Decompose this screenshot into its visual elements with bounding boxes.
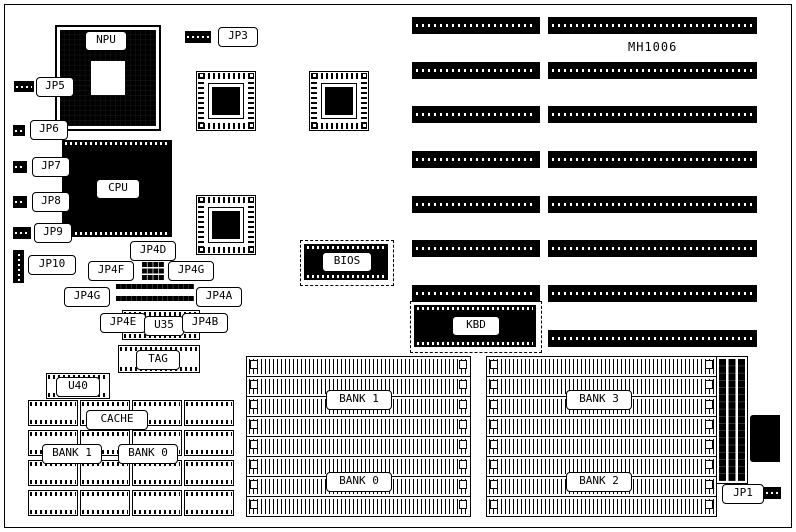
- plcc-chip: [309, 71, 369, 131]
- isa-slot-segment: [548, 196, 757, 213]
- isa-slot-segment: [412, 240, 540, 257]
- cache-chip: [28, 490, 78, 516]
- jp5-connector: [14, 81, 34, 92]
- label-cache-bank1: BANK 1: [42, 444, 102, 464]
- jp9-connector: [13, 227, 31, 239]
- isa-slot-segment: [548, 17, 757, 34]
- cache-chip: [184, 400, 234, 426]
- isa-slot-segment: [548, 106, 757, 123]
- label-jp10: JP10: [28, 255, 76, 275]
- isa-slot-segment: [412, 285, 540, 302]
- isa-slot-segment: [548, 240, 757, 257]
- simm-socket: [486, 416, 717, 437]
- label-mem-bank2: BANK 2: [566, 472, 632, 492]
- jp1-connector: [764, 487, 781, 499]
- simm-socket: [486, 456, 717, 477]
- label-jp4e: JP4E: [100, 313, 146, 333]
- jumper-pin-block: [142, 262, 164, 280]
- label-jp1: JP1: [722, 484, 764, 504]
- label-jp4f: JP4F: [88, 261, 134, 281]
- plcc-core: [208, 207, 244, 243]
- label-jp5: JP5: [36, 77, 74, 97]
- jp8-connector: [13, 196, 27, 208]
- keyboard-din-connector: [750, 415, 780, 462]
- label-u35: U35: [144, 316, 184, 336]
- jp7-connector: [13, 161, 27, 173]
- plcc-core: [208, 83, 244, 119]
- label-cache: CACHE: [86, 410, 148, 430]
- isa-slot-segment: [548, 151, 757, 168]
- isa-slot-segment: [412, 62, 540, 79]
- cache-chip: [184, 490, 234, 516]
- isa-slot-segment: [412, 17, 540, 34]
- isa-slot-segment: [548, 330, 757, 347]
- cache-chip: [184, 430, 234, 456]
- simm-socket: [246, 436, 471, 457]
- npu-socket-center: [91, 61, 125, 95]
- jp6-connector: [13, 125, 25, 136]
- label-mem-bank0: BANK 0: [326, 472, 392, 492]
- simm-socket: [246, 356, 471, 377]
- label-jp4g-right: JP4G: [168, 261, 214, 281]
- label-mem-bank1: BANK 1: [326, 390, 392, 410]
- board-outline: [4, 4, 792, 528]
- label-cache-bank0: BANK 0: [118, 444, 178, 464]
- jp3-connector: [185, 31, 211, 43]
- label-jp3: JP3: [218, 27, 258, 47]
- label-jp9: JP9: [34, 223, 72, 243]
- isa-slot-segment: [412, 196, 540, 213]
- simm-socket: [246, 416, 471, 437]
- label-npu: NPU: [85, 31, 127, 51]
- simm-socket: [486, 356, 717, 377]
- label-bios: BIOS: [322, 252, 372, 272]
- label-jp6: JP6: [30, 120, 68, 140]
- label-jp7: JP7: [32, 157, 70, 177]
- plcc-core: [321, 83, 357, 119]
- label-tag: TAG: [136, 350, 180, 370]
- cache-chip: [28, 400, 78, 426]
- label-u40: U40: [56, 377, 100, 397]
- kbd-chip: [414, 305, 536, 347]
- cache-chip: [132, 460, 182, 486]
- label-jp4g-left: JP4G: [64, 287, 110, 307]
- label-jp8: JP8: [32, 192, 70, 212]
- label-jp4a: JP4A: [196, 287, 242, 307]
- cache-chip: [132, 490, 182, 516]
- simm-socket: [246, 496, 471, 517]
- label-jp4b: JP4B: [182, 313, 228, 333]
- model-number: MH1006: [628, 40, 678, 54]
- simm-socket: [486, 436, 717, 457]
- isa-slot-segment: [548, 62, 757, 79]
- cache-chip: [80, 460, 130, 486]
- isa-slot-segment: [412, 106, 540, 123]
- isa-slot-segment: [412, 151, 540, 168]
- label-cpu: CPU: [96, 179, 140, 199]
- label-mem-bank3: BANK 3: [566, 390, 632, 410]
- jumper-pin-row: [116, 284, 194, 292]
- plcc-chip: [196, 71, 256, 131]
- isa-slot-segment: [548, 285, 757, 302]
- jumper-pin-row: [116, 296, 194, 304]
- cache-chip: [80, 490, 130, 516]
- simm-socket: [486, 496, 717, 517]
- label-kbd: KBD: [452, 316, 500, 336]
- jp10-connector: [13, 250, 24, 283]
- power-connector-strip: [716, 356, 748, 484]
- simm-socket: [486, 376, 717, 397]
- plcc-chip: [196, 195, 256, 255]
- simm-socket: [246, 376, 471, 397]
- cache-chip: [184, 460, 234, 486]
- label-jp4d: JP4D: [130, 241, 176, 261]
